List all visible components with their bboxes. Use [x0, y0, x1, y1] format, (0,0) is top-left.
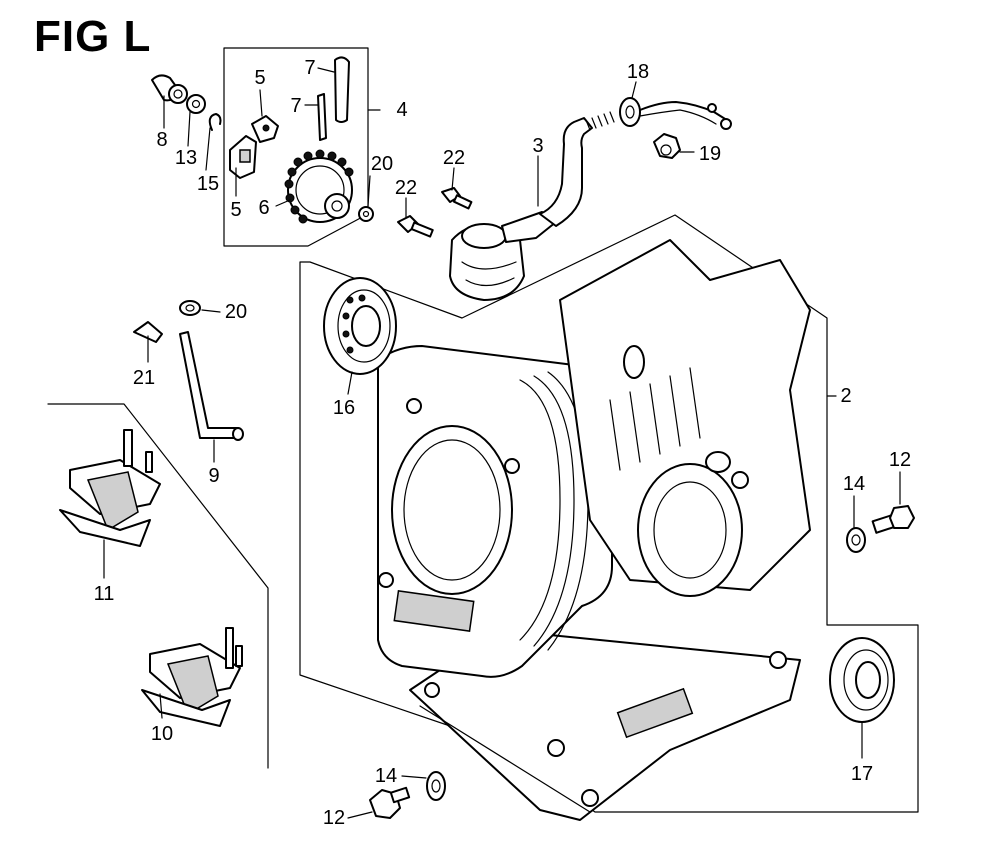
breather-tube-9 — [133, 300, 244, 441]
callout-20: 20 — [371, 153, 393, 175]
engine-mount-11 — [59, 429, 161, 547]
callout-7: 7 — [290, 95, 301, 117]
callout-21: 21 — [133, 367, 155, 389]
crankcase-body — [377, 239, 811, 821]
callout-5: 5 — [254, 67, 265, 89]
callout-9: 9 — [208, 465, 219, 487]
callout-labels: 2 3 4 5 5 6 7 7 8 9 10 11 12 12 13 14 14… — [94, 57, 912, 829]
drain-bolt-right — [846, 505, 915, 553]
bolt-washer-clip-group — [151, 74, 222, 131]
oil-level-switch-assembly — [449, 97, 732, 301]
callout-18: 18 — [627, 61, 649, 83]
callout-22: 22 — [443, 147, 465, 169]
assembly-boundary-lines — [47, 47, 919, 813]
callout-6: 6 — [258, 197, 269, 219]
nut-19 — [653, 133, 681, 159]
callout-14: 14 — [375, 765, 397, 787]
callout-8: 8 — [156, 129, 167, 151]
bearing-16 — [323, 277, 397, 375]
callout-22: 22 — [395, 177, 417, 199]
callout-15: 15 — [197, 173, 219, 195]
callout-16: 16 — [333, 397, 355, 419]
callout-3: 3 — [532, 135, 543, 157]
leader-lines — [103, 67, 901, 819]
oil-pump-assembly — [229, 56, 374, 224]
callout-2: 2 — [840, 385, 851, 407]
callout-19: 19 — [699, 143, 721, 165]
callout-17: 17 — [851, 763, 873, 785]
oil-seal-17 — [829, 637, 895, 723]
callout-12: 12 — [323, 807, 345, 829]
callout-13: 13 — [175, 147, 197, 169]
engine-mount-10 — [141, 627, 243, 727]
callout-14: 14 — [843, 473, 865, 495]
figure-title: FIG L — [34, 12, 152, 61]
callout-11: 11 — [94, 583, 115, 605]
flange-bolts-22 — [397, 187, 473, 238]
callout-12: 12 — [889, 449, 911, 471]
callout-7: 7 — [304, 57, 315, 79]
callout-5: 5 — [230, 199, 241, 221]
gear-teeth — [284, 149, 354, 224]
callout-4: 4 — [396, 99, 407, 121]
callout-20: 20 — [225, 301, 247, 323]
drain-bolt-bottom — [369, 771, 446, 819]
callout-10: 10 — [151, 723, 173, 745]
